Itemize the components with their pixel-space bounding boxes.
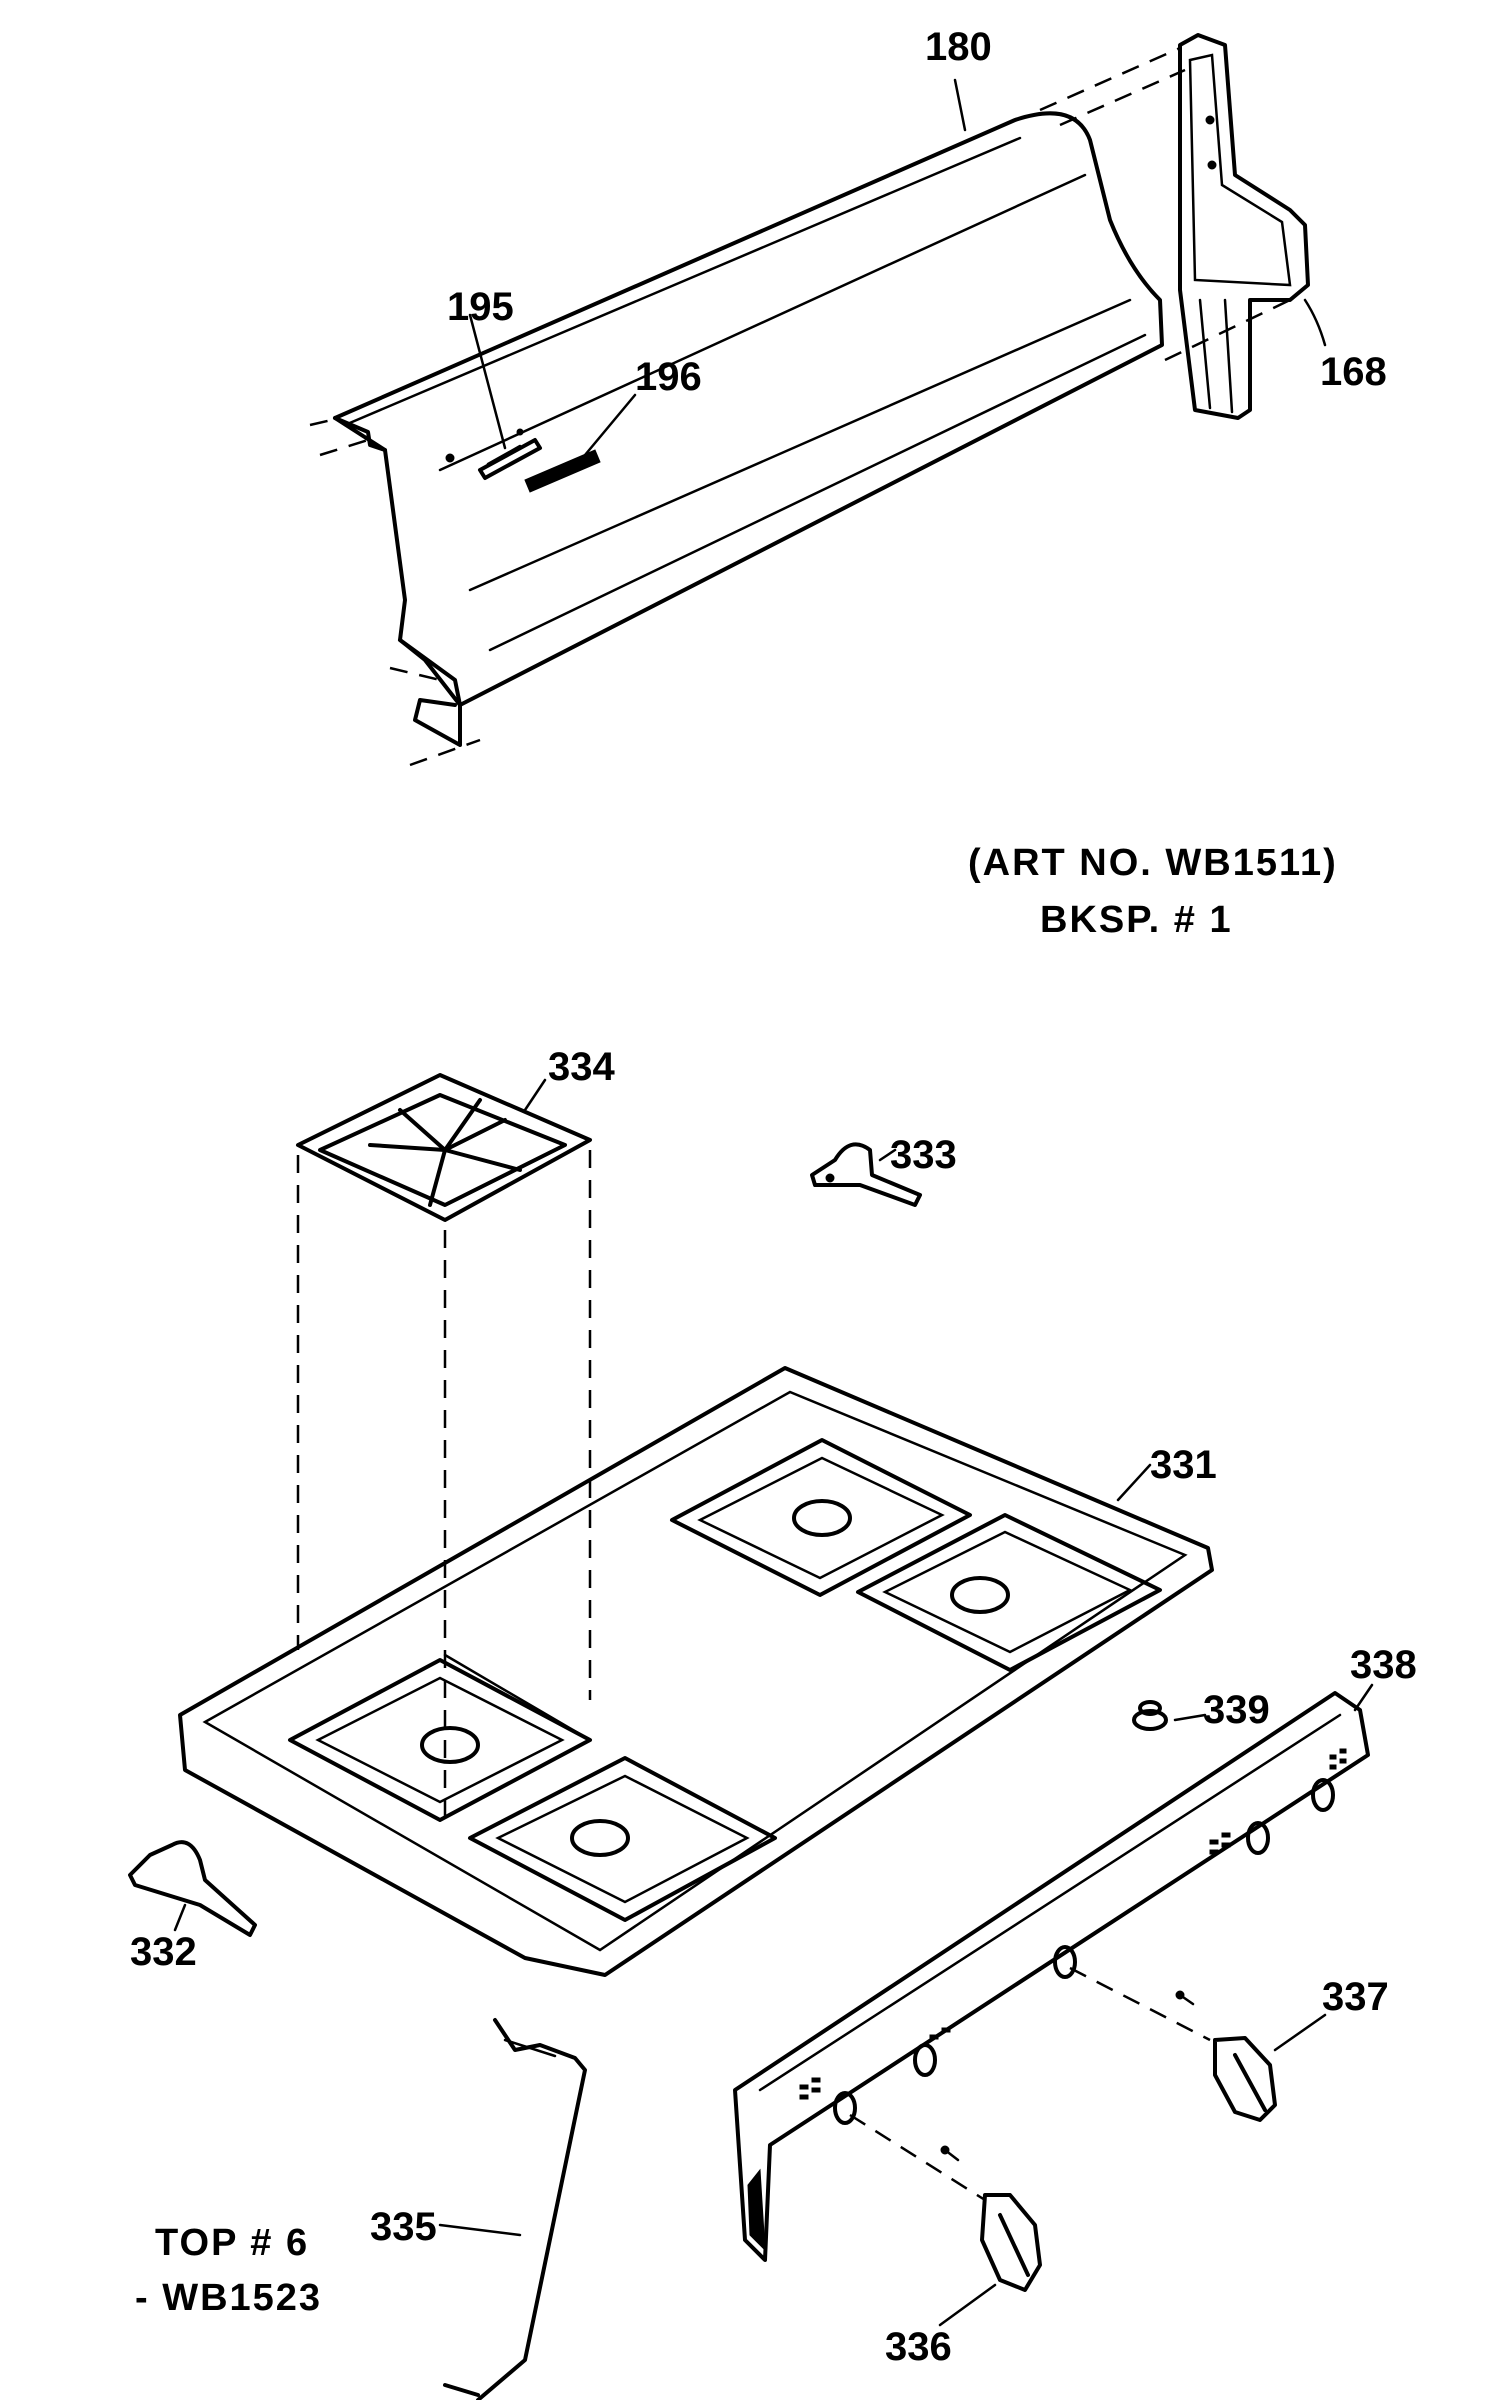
guide-line — [1069, 1966, 1211, 2042]
wire-rod — [443, 2018, 587, 2400]
manifold-panel — [733, 1691, 1370, 2262]
leader-336 — [938, 2283, 997, 2327]
part-label-333: 333 — [890, 1133, 957, 1177]
leader-332 — [173, 1903, 187, 1932]
top-art-number: - WB1523 — [135, 2277, 322, 2319]
leader-180 — [953, 78, 967, 132]
guide-line — [849, 2113, 986, 2202]
end-cap — [1178, 33, 1310, 420]
part-label-332: 332 — [130, 1930, 197, 1974]
leader-333 — [878, 1148, 897, 1162]
grommet — [1132, 1700, 1168, 1731]
burner-grate — [296, 1073, 592, 1222]
part-label-196: 196 — [635, 355, 702, 399]
part-label-334: 334 — [548, 1045, 615, 1089]
control-knob-337 — [1175, 1990, 1277, 2122]
trim-clip — [478, 438, 542, 480]
burner-bracket-right — [810, 1142, 922, 1207]
top-name: TOP # 6 — [155, 2222, 309, 2264]
nameplate — [524, 449, 601, 493]
leader-331 — [1116, 1463, 1152, 1502]
leader-337 — [1273, 2013, 1327, 2052]
cooktop — [178, 1366, 1214, 1977]
part-label-168: 168 — [1320, 350, 1387, 394]
leader-335 — [438, 2223, 522, 2237]
screw-hole — [445, 453, 455, 463]
part-label-331: 331 — [1150, 1443, 1217, 1487]
part-label-338: 338 — [1350, 1643, 1417, 1687]
leader-195 — [468, 313, 507, 450]
part-label-335: 335 — [370, 2205, 437, 2249]
part-label-336: 336 — [885, 2325, 952, 2369]
leader-168 — [1303, 298, 1327, 347]
leader-334 — [523, 1078, 547, 1112]
part-label-195: 195 — [447, 285, 514, 329]
part-label-180: 180 — [925, 25, 992, 69]
leader-196 — [583, 393, 637, 457]
part-label-337: 337 — [1322, 1975, 1389, 2019]
burner-bracket-left — [128, 1840, 257, 1937]
leader-338 — [1353, 1683, 1374, 1712]
control-knob-336 — [940, 2145, 1042, 2292]
leader-339 — [1173, 1713, 1207, 1722]
backsplash-art-number: (ART NO. WB1511) — [968, 842, 1338, 884]
backsplash-panel — [309, 46, 1291, 767]
screw-hole — [516, 428, 524, 436]
backsplash-name: BKSP. # 1 — [1040, 899, 1233, 941]
part-label-339: 339 — [1203, 1688, 1270, 1732]
